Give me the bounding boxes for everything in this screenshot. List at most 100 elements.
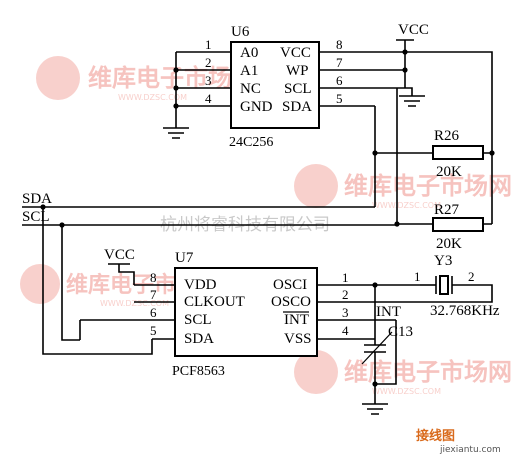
u7-pin7-name: CLKOUT: [184, 294, 245, 310]
u6-pin7-num: 7: [336, 55, 343, 70]
u6-pin3-name: NC: [240, 81, 261, 97]
trim-arrow: [361, 331, 393, 365]
u6-pin6-name: SCL: [284, 81, 312, 97]
watermark-text: 维库电子市场网: [344, 172, 512, 200]
u6-ground-net: [163, 52, 189, 139]
wire: [118, 264, 135, 285]
junction-dot: [173, 67, 179, 73]
u7-pin5-name: SDA: [184, 331, 214, 347]
u7-pin3-num: 3: [342, 305, 349, 320]
u6-pin5-num: 5: [336, 91, 343, 106]
wire: [405, 87, 413, 96]
watermark-subtext: WWW.DZSC.COM: [100, 299, 169, 308]
c13-ref: C13: [388, 324, 413, 340]
ground-symbol: [399, 95, 425, 107]
u6-pin4-num: 4: [205, 91, 212, 106]
r26-ref: R26: [434, 128, 460, 144]
junction-dot: [372, 150, 378, 156]
u7-pin1-name: OSCI: [273, 277, 307, 293]
u6-pin1-num: 1: [205, 37, 212, 52]
u7-right-pins: [317, 284, 461, 340]
junction-dot: [173, 103, 179, 109]
u7-pin4-name: VSS: [284, 331, 312, 347]
u7-pin2-name: OSCO: [271, 294, 311, 310]
r26-resistor: R26 20K: [375, 128, 492, 180]
u6-pin8-num: 8: [336, 37, 343, 52]
u6-pin1-name: A0: [240, 45, 258, 61]
u6-right-pins: [319, 51, 405, 107]
u6-pin7-name: WP: [286, 63, 309, 79]
r27-value: 20K: [436, 236, 462, 252]
u7-pin2-num: 2: [342, 287, 349, 302]
r27-body: [432, 217, 484, 232]
r27-ref: R27: [434, 202, 460, 218]
r26-value: 20K: [436, 164, 462, 180]
watermark-text: 维库电子市场网: [344, 358, 512, 386]
u6-pin2-name: A1: [240, 63, 258, 79]
y3-pin2: 2: [468, 269, 475, 284]
junction-dot: [173, 85, 179, 91]
sda-net: SDA: [22, 106, 378, 355]
u7-pin1-num: 1: [342, 270, 349, 285]
watermark-bottom: 维库电子市场网 WWW.DZSC.COM: [294, 350, 512, 396]
u7-rtc: U7 PCF8563 8 7 6 5 VDD CLKOUT SCL SDA 1 …: [79, 250, 461, 379]
watermark-subtext: WWW.DZSC.COM: [118, 93, 187, 102]
u6-part: 24C256: [229, 135, 273, 150]
junction-dot: [402, 67, 408, 73]
u6-pin5-name: SDA: [282, 99, 312, 115]
scl-label: SCL: [22, 209, 50, 225]
r27-resistor: R27 20K: [397, 202, 492, 252]
wire: [42, 207, 153, 355]
u6-pin6-num: 6: [336, 73, 343, 88]
site-logo: 接线图 jiexiantu.com: [416, 428, 501, 455]
u6-ref: U6: [231, 24, 250, 40]
ground-symbol: [362, 403, 388, 415]
u7-pin5-num: 5: [150, 323, 157, 338]
u7-pin8-name: VDD: [184, 277, 217, 293]
u7-pin3-name: INT: [284, 312, 309, 328]
c13-capacitor: C13: [361, 282, 413, 415]
u7-part: PCF8563: [172, 364, 225, 379]
watermark-subtext: WWW.DZSC.COM: [372, 387, 441, 396]
logo-site: jiexiantu.com: [439, 445, 501, 455]
wire: [405, 51, 493, 224]
u6-eeprom: U6 24C256 1 2 3 4 A0 A1 NC GND 8 7 6 5 V…: [176, 24, 405, 150]
u6-pin4-name: GND: [240, 99, 273, 115]
u6-pin8-name: VCC: [280, 45, 311, 61]
crystal-body: [439, 275, 449, 295]
junction-dot: [394, 221, 400, 227]
vcc-top-net: VCC: [396, 22, 495, 224]
u6-pin2-num: 2: [205, 55, 212, 70]
u6-pin3-num: 3: [205, 73, 212, 88]
watermark-subtext: WWW.DZSC.COM: [372, 201, 441, 210]
sda-label: SDA: [22, 191, 52, 207]
u7-pin8-num: 8: [150, 270, 157, 285]
wp-ground-net: [399, 67, 425, 107]
wire: [61, 225, 80, 341]
ground-symbol: [163, 127, 189, 139]
wire: [452, 284, 493, 303]
u7-pin4-num: 4: [342, 323, 349, 338]
u7-ref: U7: [175, 250, 194, 266]
wire: [375, 320, 397, 385]
vcc-top-label: VCC: [398, 22, 429, 38]
y3-pin1: 1: [414, 269, 421, 284]
int-net-label: INT: [376, 304, 401, 320]
u6-left-pins: [176, 51, 231, 107]
u7-pin6-name: SCL: [184, 312, 212, 328]
vcc-u7-net: VCC: [104, 247, 135, 285]
scl-net: SCL: [22, 88, 400, 341]
u7-left-pins: [80, 284, 175, 340]
watermark-mid: 维库电子市场网 WWW.DZSC.COM: [294, 164, 512, 210]
y3-crystal: Y3 1 2 32.768KHz: [414, 253, 500, 319]
y3-ref: Y3: [434, 253, 452, 269]
watermark-top: 维库电子市场网 WWW.DZSC.COM: [36, 56, 256, 102]
u7-pin7-num: 7: [150, 287, 157, 302]
r26-body: [432, 145, 484, 160]
u7-pin6-num: 6: [150, 305, 157, 320]
junction-dot: [372, 282, 378, 288]
logo-text: 接线图: [416, 428, 455, 444]
vcc-u7-label: VCC: [104, 247, 135, 263]
